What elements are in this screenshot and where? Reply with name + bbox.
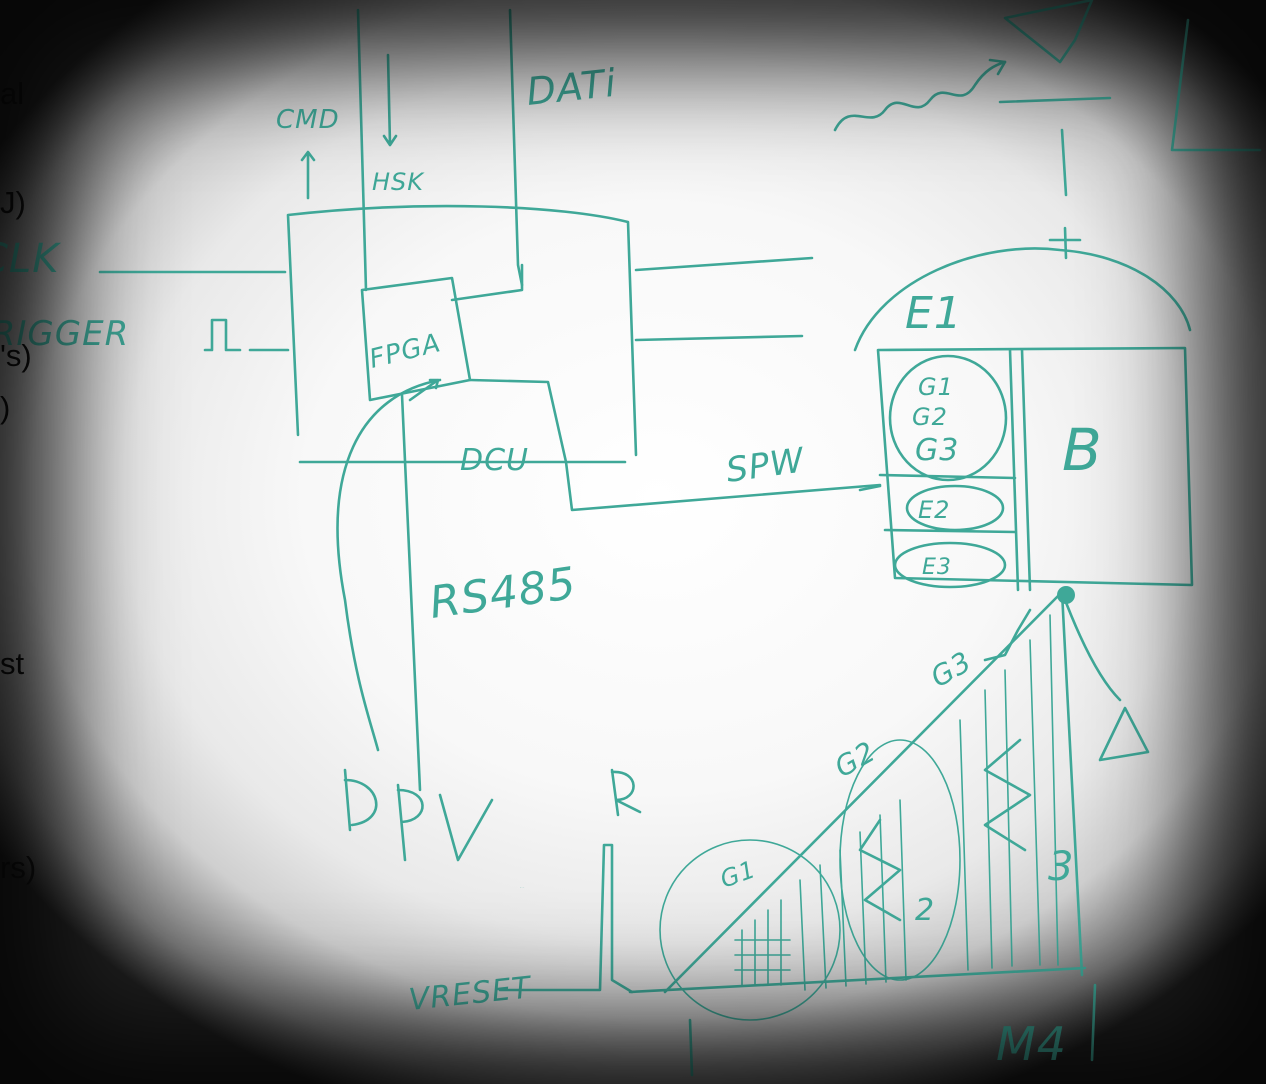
- label-dati: DATi: [524, 61, 618, 114]
- delta-triangle: [1100, 708, 1148, 760]
- label-dcu: DCU: [460, 443, 529, 478]
- detector-row-line-1: [880, 475, 1015, 478]
- label-g1-ramp: G1: [716, 855, 759, 894]
- ramp-baseline: [630, 968, 1085, 992]
- label-vreset: VRESET: [407, 970, 534, 1018]
- cmd-arrow: [302, 152, 314, 198]
- label-e3: E3: [922, 555, 952, 580]
- ramp-right-vertical: [1062, 592, 1082, 975]
- label-hsk: HSK: [372, 168, 425, 196]
- fpga-to-spw: [470, 380, 880, 510]
- dati-line: [510, 10, 522, 285]
- output-line-2: [636, 336, 802, 340]
- label-clk: CLK: [0, 236, 61, 282]
- dpu-letter-u: [440, 795, 492, 860]
- trigger-pulse: [205, 320, 240, 350]
- label-e1: E1: [905, 288, 963, 339]
- label-dpu: DPU: [520, 887, 525, 889]
- label-e2: E2: [918, 496, 950, 524]
- detector-divider-1: [1010, 350, 1018, 590]
- label-spw: SPW: [724, 440, 808, 491]
- rs485-arc: [338, 380, 440, 750]
- far-right-bracket: [1172, 20, 1260, 150]
- m4-bracket: [1092, 985, 1095, 1060]
- label-b: B: [1062, 416, 1103, 484]
- hsk-arrow: [384, 55, 396, 145]
- detector-divider-2: [1022, 350, 1030, 590]
- rs485-vertical: [402, 395, 420, 790]
- ramp-reset-drop: [1062, 592, 1120, 700]
- label-g3: G3: [915, 433, 959, 468]
- vertical-line-left: [358, 10, 366, 290]
- dpu-letter-d: [345, 770, 376, 830]
- label-g2-ramp: G2: [829, 735, 881, 784]
- label-g1: G1: [918, 373, 954, 401]
- label-g2: G2: [912, 403, 948, 431]
- label-rs485: RS485: [426, 558, 579, 629]
- label-trigger: TRIGGER: [0, 314, 129, 354]
- label-small-3: 3: [1048, 844, 1074, 890]
- ramp-g3-step: [985, 610, 1030, 660]
- label-fpga: FPGA: [366, 328, 444, 375]
- label-m4: M4: [996, 1017, 1067, 1071]
- plus-sign: [1050, 228, 1080, 258]
- label-top-ea: —: [1040, 25, 1063, 50]
- output-line-1: [636, 258, 812, 270]
- label-cmd: CMD: [276, 105, 340, 135]
- dpu-letter-p: [398, 785, 423, 860]
- vreset-step: [500, 845, 632, 992]
- vertical-tick: [1062, 130, 1066, 195]
- fpga-to-dati: [452, 265, 522, 300]
- squiggle-photon: [835, 62, 1005, 130]
- label-small-2: 2: [915, 893, 935, 928]
- bottom-dg-bracket: [690, 1020, 692, 1075]
- minus-bar: [1000, 98, 1110, 102]
- r-letter: [612, 770, 640, 815]
- ramp-peak-dot: [1057, 586, 1075, 604]
